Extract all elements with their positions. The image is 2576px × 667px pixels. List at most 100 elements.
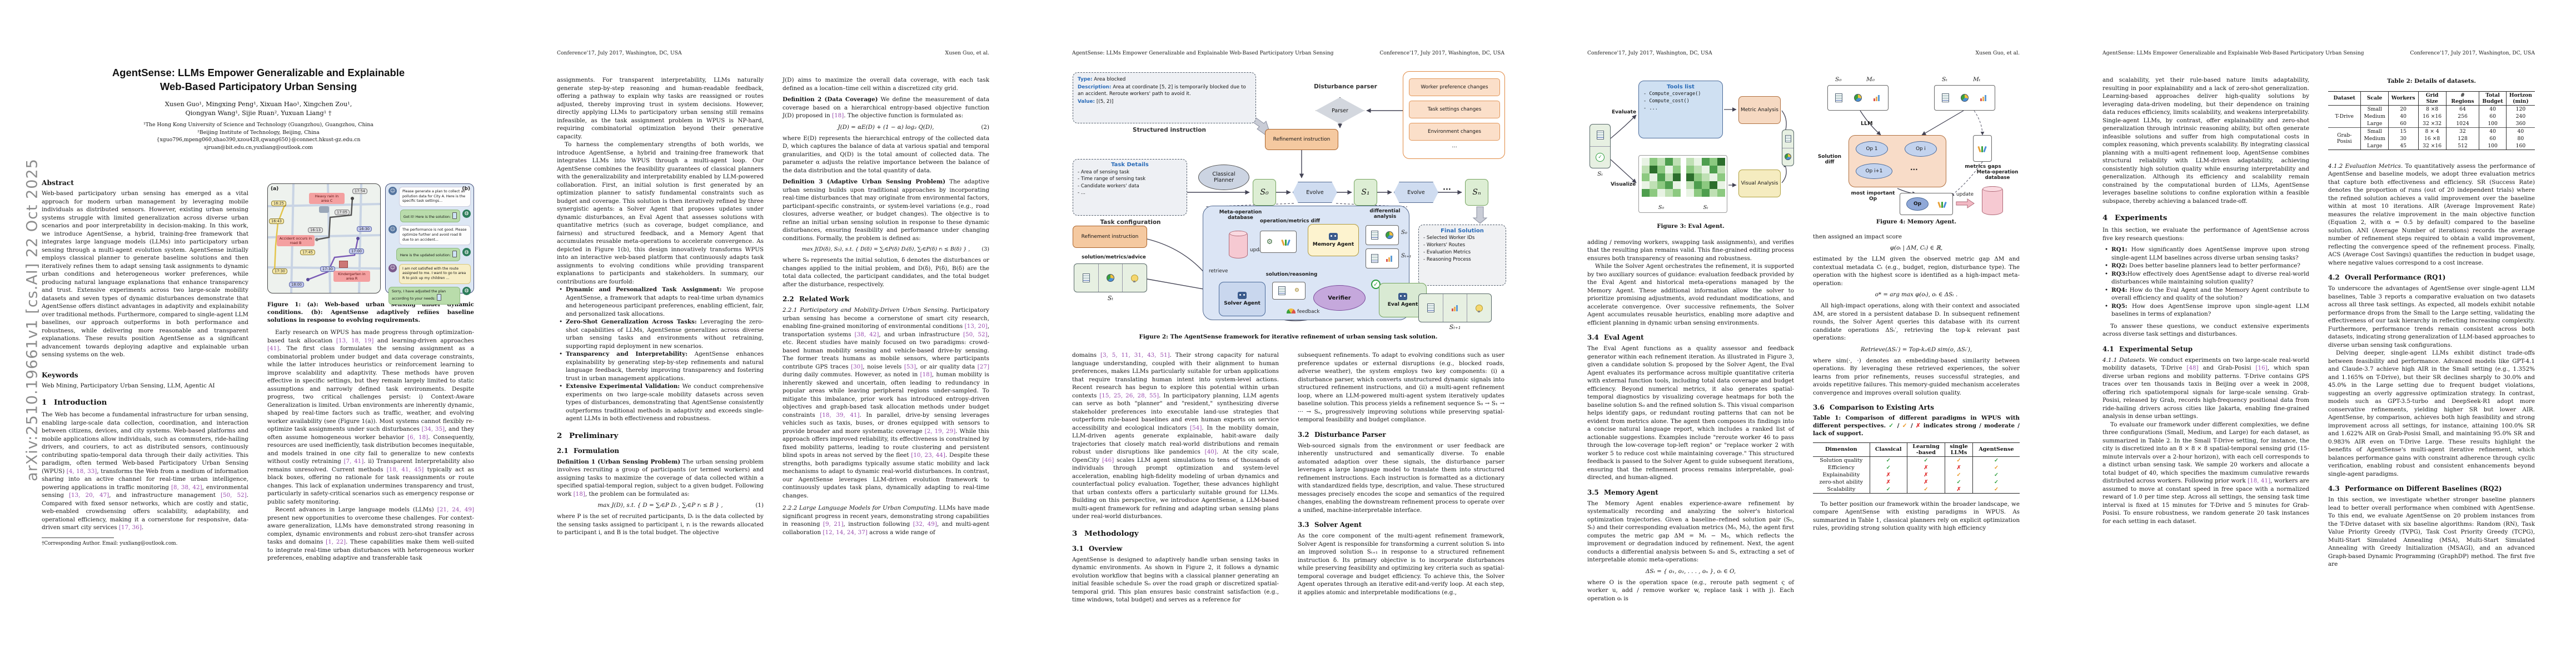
fig1-time-chip: 17:30 bbox=[320, 266, 336, 272]
section-1-number: 1 bbox=[42, 398, 47, 407]
fig2-retrieve-label: retrieve bbox=[1209, 268, 1228, 274]
page2-left-column: assignments. For transparent interpretab… bbox=[557, 76, 764, 537]
fig4-stmt-card bbox=[1934, 85, 1995, 111]
keywords-text: Web Mining, Participatory Urban Sensing,… bbox=[42, 382, 215, 389]
user-avatar: ☺ bbox=[388, 225, 397, 234]
fig2-solution-reasoning-label: solution/reasoning bbox=[1265, 272, 1318, 277]
page-5: AgentSense: LLMs Empower Generalizable a… bbox=[2061, 0, 2576, 667]
abstract-text: Web-based participatory urban sensing ha… bbox=[42, 190, 249, 358]
table1-header-classical: Classical bbox=[1869, 442, 1907, 457]
paragraph: where S₀ represents the initial solution… bbox=[783, 257, 989, 288]
table2-header-gridsize: Grid Size bbox=[2418, 91, 2447, 106]
fig3-heatmap-st-label: Sₜ bbox=[1703, 205, 1708, 211]
idea-icon bbox=[1476, 304, 1483, 312]
database-icon bbox=[1229, 231, 1248, 258]
fig2-desc-value: Area at coordinate [5, 2] is temporarily… bbox=[1078, 84, 1246, 97]
paragraph: To underscore the advantages of AgentSen… bbox=[2328, 285, 2535, 349]
datasets-paragraph: 4.1.1 Datasets. We conduct experiments o… bbox=[2102, 356, 2309, 420]
fig2-type-value: Area blocked bbox=[1094, 77, 1126, 82]
pie-chart-icon bbox=[1960, 94, 1969, 102]
running-header: Conference'17, July 2017, Washington, DC… bbox=[1587, 50, 2020, 56]
page2-right-column: J(D) aims to maximize the overall data c… bbox=[783, 76, 989, 536]
fig4-op-ellipse: Op bbox=[1906, 197, 1929, 211]
paper-title-line1: AgentSense: LLMs Empower Generalizable a… bbox=[112, 67, 405, 78]
chat-bubble-agent: Sorry, I have adjusted the plan accordin… bbox=[388, 286, 460, 305]
fig1-chat-panel: (b) ☺ Please generate a plan to collect … bbox=[385, 183, 474, 312]
fig2-update-label: update bbox=[1250, 247, 1267, 253]
paragraph: In this section, we investigate whether … bbox=[2328, 496, 2535, 568]
route-arrows-icon bbox=[1281, 238, 1291, 246]
fig4-update-label: update bbox=[1956, 192, 1974, 197]
fig1-alert-accident: Accident occurs in road B bbox=[277, 235, 315, 246]
abstract-heading: Abstract bbox=[42, 179, 74, 187]
header-conference: Conference'17, July 2017, Washington, DC… bbox=[2410, 50, 2535, 56]
definition-3: Definition 3 (Adaptive Urban Sensing Pro… bbox=[783, 178, 989, 242]
fig3-tools-title: Tools list bbox=[1667, 84, 1695, 90]
page3-right-column: subsequent refinements. To adapt to evol… bbox=[1298, 351, 1504, 596]
section-1-heading: 1 Introduction bbox=[42, 398, 248, 407]
fig3-visual-analysis: Visual Analysis bbox=[1738, 170, 1781, 197]
table2-header-scale: Scale bbox=[2360, 91, 2389, 106]
page1-left-column: Abstract Web-based participatory urban s… bbox=[42, 179, 248, 547]
authors-line2: Qiongyan Wang¹, Sijie Ruan², Yuxuan Lian… bbox=[185, 109, 332, 117]
fig2-final-solution-item: - Workers' Routes bbox=[1423, 242, 1466, 248]
fig4-connectors bbox=[1860, 110, 1985, 208]
section-1-title: Introduction bbox=[54, 398, 107, 407]
fig2-task-detail-item: - Candidate workers' data bbox=[1078, 183, 1139, 189]
page5-right-column: Table 2: Details of datasets. Dataset Sc… bbox=[2328, 78, 2535, 569]
fig4-st-label: Sₜ bbox=[1942, 76, 1947, 83]
document-icon bbox=[1941, 93, 1949, 102]
table1-row: Scalability✓✓✗✓ bbox=[1813, 485, 2020, 494]
fig4-op1: Op 1 bbox=[1856, 141, 1888, 157]
paragraph: estimated by the LLM given the observed … bbox=[1813, 256, 2020, 287]
chat-bubble-worker: I am not satisfied with the route assign… bbox=[399, 263, 471, 284]
table-2: Dataset Scale Workers Grid Size # Region… bbox=[2328, 91, 2535, 150]
bar-chart-icon bbox=[1386, 255, 1393, 262]
chat-message: Here is the updated solution: ◍ bbox=[388, 248, 471, 261]
fig3-tool-item: - Compute_coverage() bbox=[1643, 91, 1701, 97]
fig2-final-solution-title: Final Solution bbox=[1441, 228, 1484, 234]
fig4-opi1: Op i+1 bbox=[1856, 163, 1892, 179]
fig2-final-solution-item: - Evaluation Metrics bbox=[1423, 250, 1471, 255]
running-header: AgentSense: LLMs Empower Generalizable a… bbox=[2102, 50, 2535, 56]
paragraph: domains [3, 5, 11, 31, 43, 51]. Their st… bbox=[1072, 352, 1279, 520]
robot-icon bbox=[1238, 292, 1247, 299]
fig2-value-value: [(5, 2)] bbox=[1096, 99, 1114, 104]
page3-left-column: domains [3, 5, 11, 31, 43, 51]. Their st… bbox=[1072, 351, 1279, 604]
affiliation-2: ²Beijing Institute of Technology, Beijin… bbox=[197, 129, 320, 136]
fig2-task-detail-item: - Area of sensing task bbox=[1078, 169, 1130, 175]
fig4-s0-label: S₀ bbox=[1835, 76, 1842, 83]
document-icon bbox=[1427, 303, 1434, 312]
paragraph: The Memory Agent enables experience-awar… bbox=[1587, 500, 1794, 564]
agent-globe-avatar: ◍ bbox=[462, 209, 471, 218]
related-work-222: 2.2.2 Large Language Models for Urban Co… bbox=[783, 505, 990, 536]
header-authors: Xusen Guo, et al. bbox=[1975, 50, 2020, 56]
equation-meta-operations: ΔSₜ = { o₁, o₂, . . . , oₙ }, oᵢ ∈ O, bbox=[1645, 568, 1736, 575]
paragraph: To harness the complementary strengths o… bbox=[557, 141, 764, 285]
fig4-ops-ellipsis: ··· bbox=[1910, 166, 1918, 173]
authors-line1: Xusen Guo¹, Mingxing Peng¹, Xixuan Hao¹,… bbox=[165, 101, 352, 108]
page1-rc-paragraph-2: Recent advances in Large language models… bbox=[267, 506, 475, 562]
fig2-final-solution-item: - Reasoning Process bbox=[1423, 257, 1471, 262]
chat-message: ☺ I am not satisfied with the route assi… bbox=[388, 263, 471, 284]
worker-avatar: ☺ bbox=[388, 263, 397, 272]
table1-row: Solution quality✓✓✓✓ bbox=[1813, 456, 2020, 464]
page-2: Conference'17, July 2017, Washington, DC… bbox=[515, 0, 1031, 667]
pie-chart-icon bbox=[1853, 94, 1862, 102]
fig1-time-chip: 16:30 bbox=[357, 226, 372, 232]
fig3-heatmap-s0-label: S₀ bbox=[1658, 205, 1665, 211]
agent-globe-avatar: ◍ bbox=[462, 248, 471, 257]
rain-cloud-icon bbox=[319, 206, 329, 213]
table-1: Dimension Classical Learning-based singl… bbox=[1813, 442, 2020, 494]
fig2-task-details-title: Task Details bbox=[1111, 162, 1149, 168]
